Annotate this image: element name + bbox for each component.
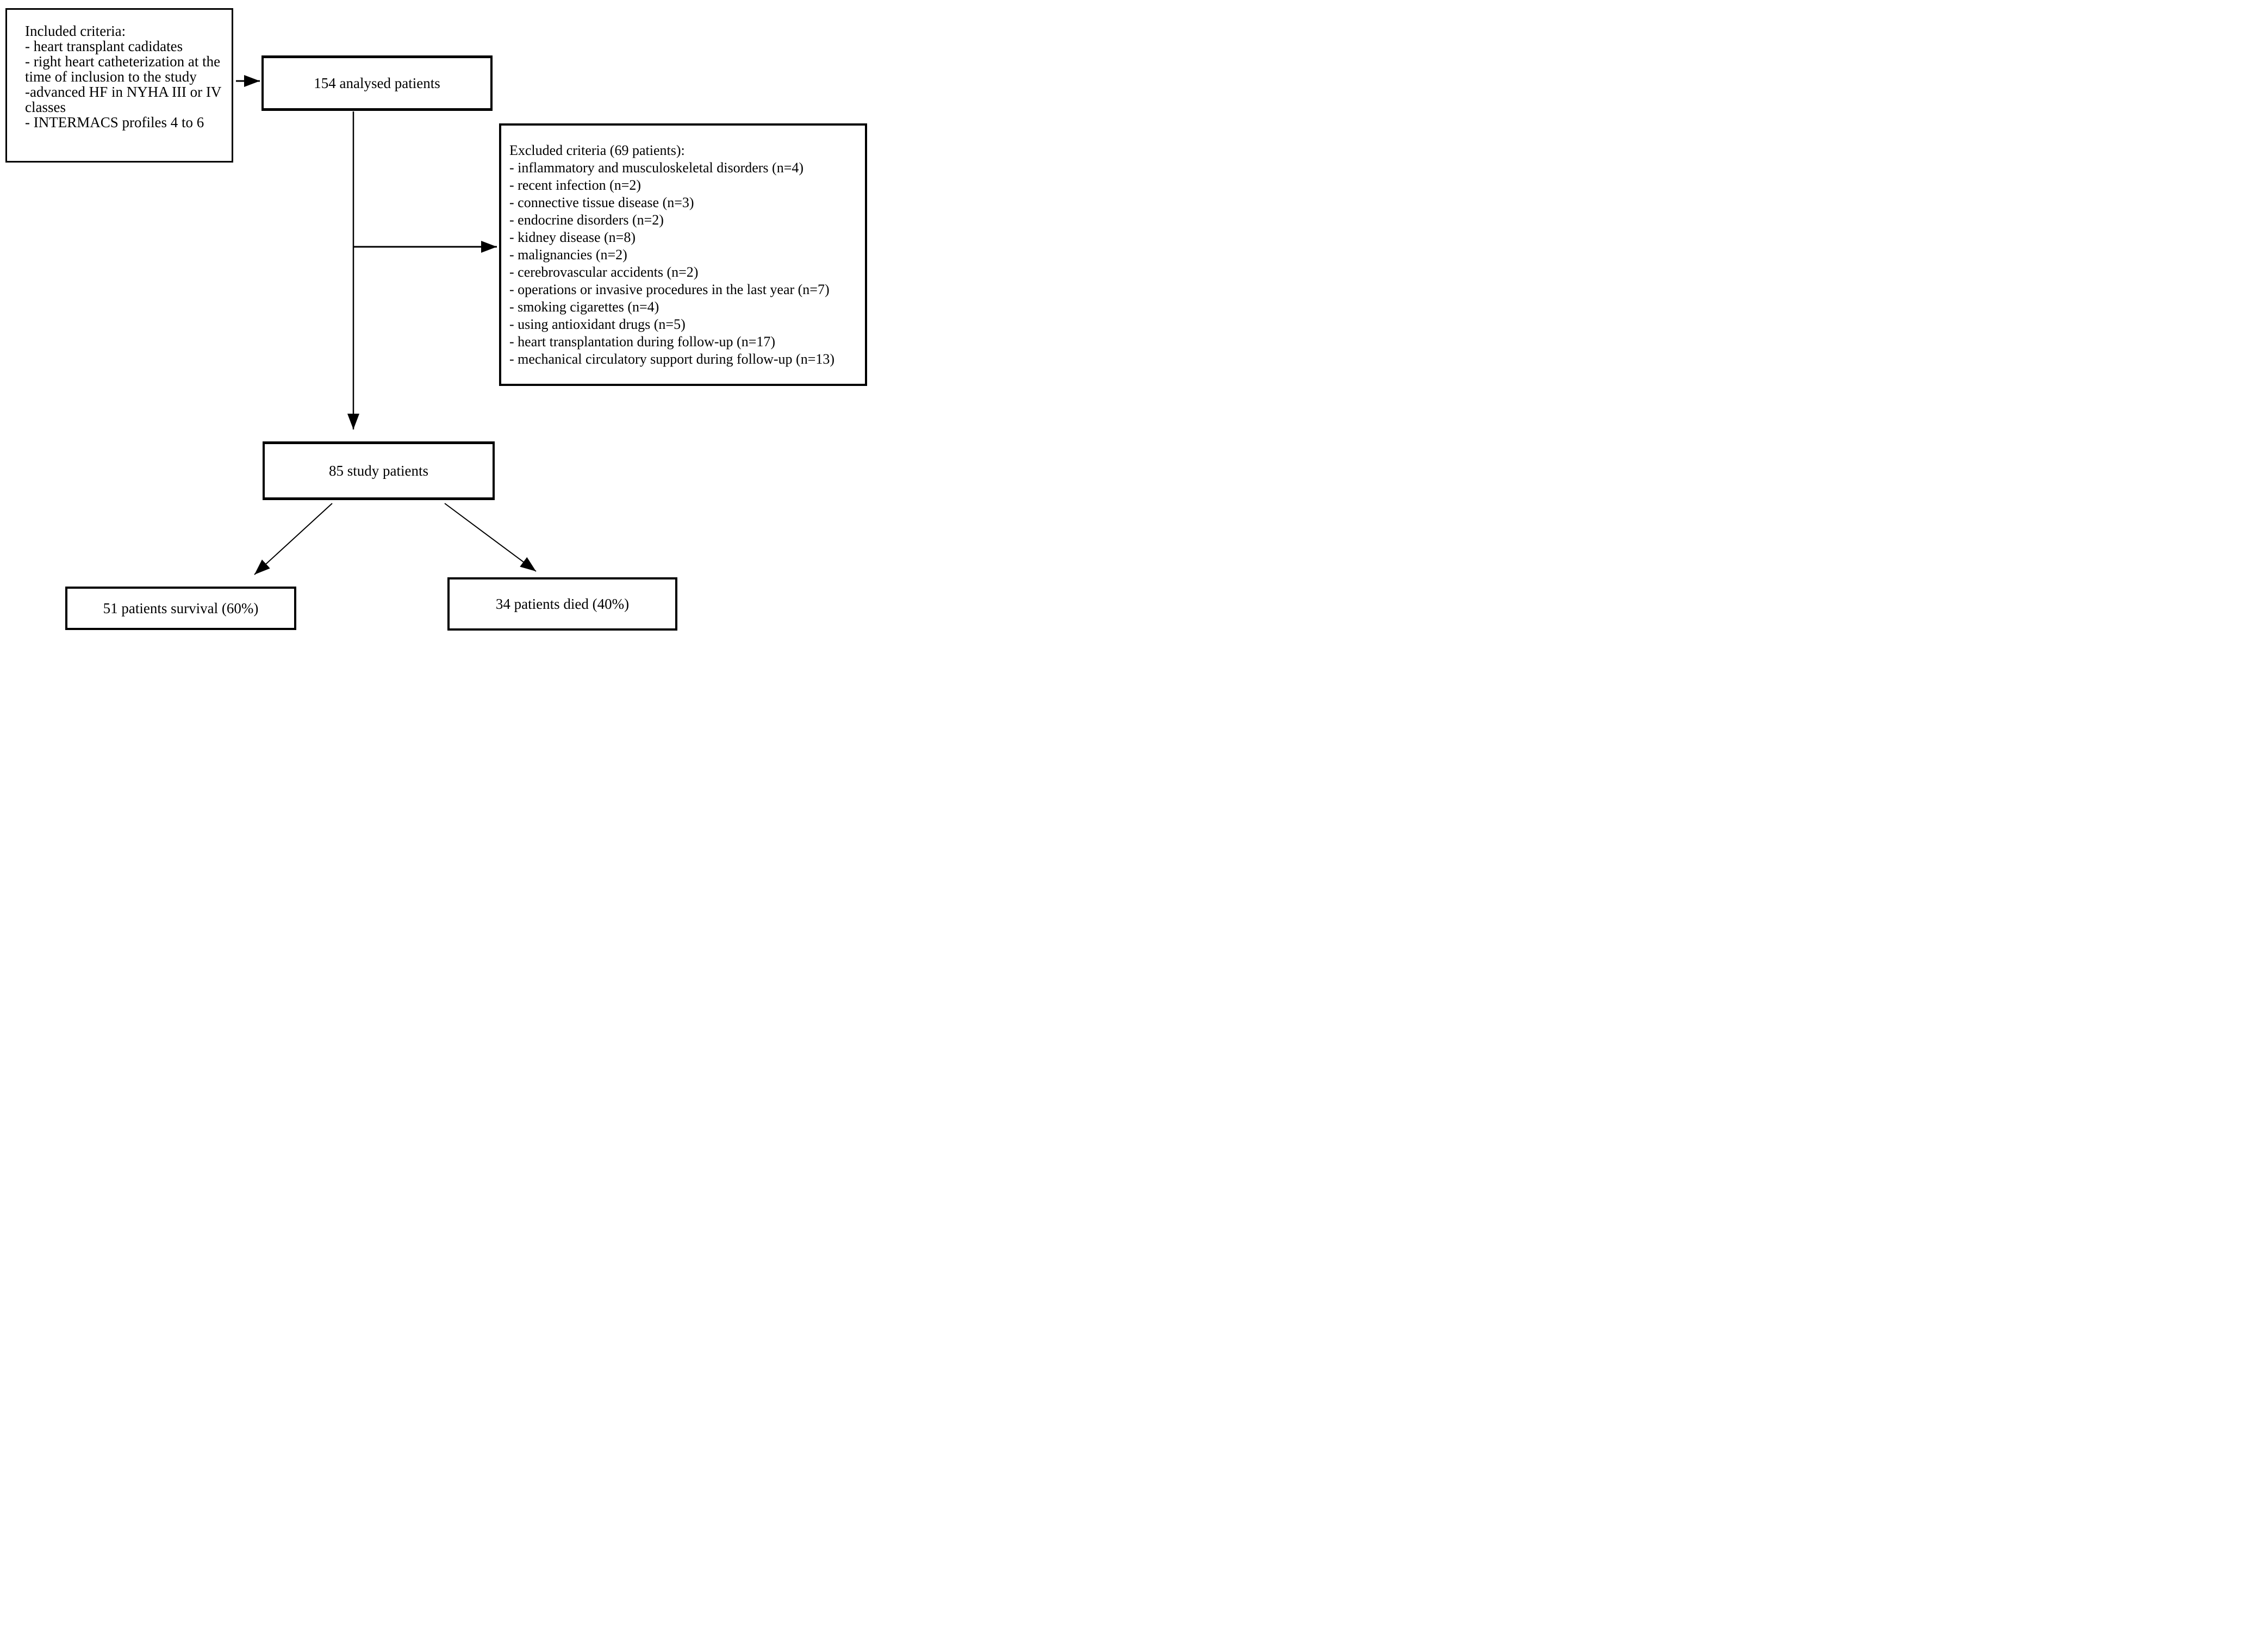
arrow-study-to-survival (254, 503, 333, 575)
patients-survival-box: 51 patients survival (60%) (65, 587, 296, 630)
excluded-criteria-line: - smoking cigarettes (n=4) (509, 299, 659, 315)
arrow-study-to-died (444, 503, 537, 572)
included-criteria-line: - INTERMACS profiles 4 to 6 (25, 114, 204, 130)
excluded-criteria-line: - connective tissue disease (n=3) (509, 195, 694, 210)
excluded-criteria-line: - inflammatory and musculoskeletal disor… (509, 160, 804, 176)
patient-flow-diagram: Included criteria: - heart transplant ca… (0, 0, 870, 635)
excluded-criteria-line: - mechanical circulatory support during … (509, 351, 835, 367)
study-patients-label: 85 study patients (329, 462, 428, 479)
excluded-criteria-line: - endocrine disorders (n=2) (509, 212, 664, 228)
patients-died-label: 34 patients died (40%) (495, 595, 630, 612)
analysed-patients-label: 154 analysed patients (314, 74, 440, 91)
excluded-criteria-line: - cerebrovascular accidents (n=2) (509, 264, 699, 280)
excluded-criteria-line: - kidney disease (n=8) (509, 229, 636, 245)
analysed-patients-box: 154 analysed patients (261, 55, 493, 111)
included-criteria-box: Included criteria: - heart transplant ca… (5, 8, 233, 163)
excluded-criteria-line: - using antioxidant drugs (n=5) (509, 316, 686, 332)
excluded-criteria-line: - recent infection (n=2) (509, 177, 641, 193)
patients-died-box: 34 patients died (40%) (447, 577, 677, 631)
patients-survival-label: 51 patients survival (60%) (103, 600, 259, 616)
included-criteria-line: time of inclusion to the study (25, 68, 197, 85)
excluded-criteria-line: - malignancies (n=2) (509, 247, 627, 263)
study-patients-box: 85 study patients (263, 441, 495, 500)
excluded-criteria-line: Excluded criteria (69 patients): (509, 142, 685, 158)
excluded-criteria-box: Excluded criteria (69 patients): - infla… (499, 123, 867, 386)
excluded-criteria-line: - operations or invasive procedures in t… (509, 282, 830, 297)
included-criteria-line: -advanced HF in NYHA III or IV (25, 84, 222, 100)
included-criteria-line: classes (25, 99, 66, 115)
included-criteria-line: - heart transplant cadidates (25, 38, 183, 54)
included-criteria-line: - right heart catheterization at the (25, 53, 221, 70)
arrows-layer (236, 75, 537, 575)
excluded-criteria-line: - heart transplantation during follow-up… (509, 334, 776, 350)
included-criteria-line: Included criteria: (25, 23, 126, 39)
